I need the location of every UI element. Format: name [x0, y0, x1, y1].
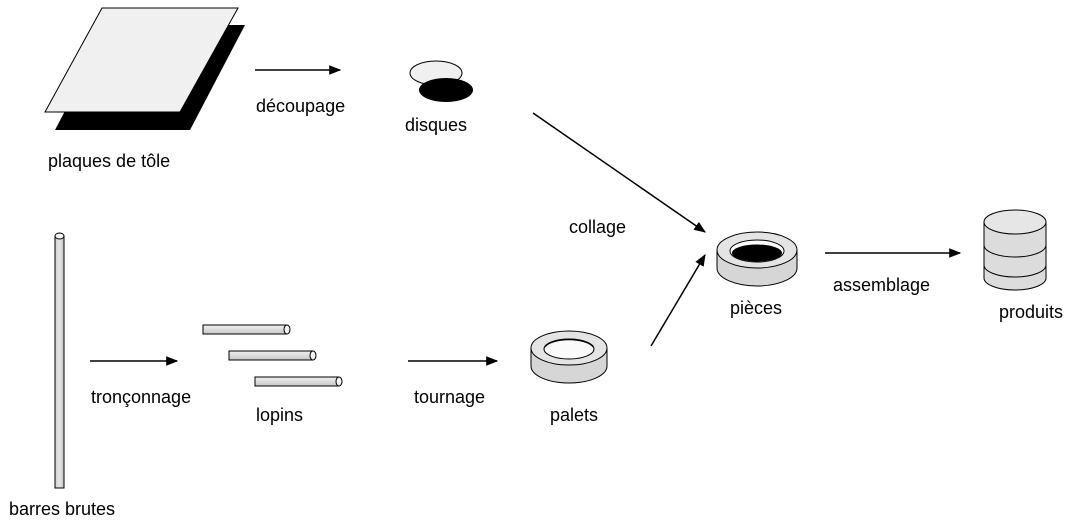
raw-bar-icon — [54, 232, 65, 489]
puck-icon — [530, 330, 608, 384]
billets-icon — [202, 324, 343, 387]
label-lopins: lopins — [256, 405, 304, 425]
label-produits: produits — [999, 302, 1064, 322]
arrow-collage-bottom — [650, 253, 706, 347]
label-palets: palets — [550, 405, 599, 425]
label-plaques-tole: plaques de tôle — [48, 151, 171, 171]
label-collage: collage — [569, 217, 627, 237]
parts-icon — [716, 231, 798, 287]
label-tournage: tournage — [414, 387, 486, 407]
label-decoupage: découpage — [256, 96, 346, 116]
billet-1 — [202, 324, 291, 335]
billet-3 — [254, 376, 343, 387]
label-barres-brutes: barres brutes — [9, 499, 116, 519]
discs-icon — [409, 60, 473, 102]
label-troncconnage: tronçonnage — [91, 387, 192, 407]
billet-2 — [228, 350, 317, 361]
products-icon — [983, 209, 1047, 291]
sheet-plates-icon — [44, 7, 245, 130]
label-pieces: pièces — [730, 298, 783, 318]
label-disques: disques — [405, 115, 468, 135]
arrow-collage-top — [532, 112, 706, 233]
label-assemblage: assemblage — [833, 275, 931, 295]
